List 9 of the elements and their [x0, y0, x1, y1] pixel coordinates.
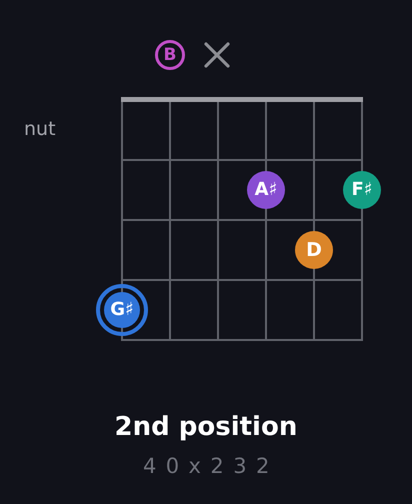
chord-title: 2nd position	[114, 413, 298, 442]
cross-icon	[204, 42, 230, 68]
fingering-label: 40x232	[142, 455, 279, 478]
nut-label: nut	[24, 119, 56, 140]
note-dot: D	[295, 231, 333, 269]
note-dot: A♯	[247, 171, 285, 209]
root-note-dot: G♯	[96, 284, 148, 336]
note-dot: F♯	[343, 171, 381, 209]
open-string-marker: B	[155, 40, 185, 70]
